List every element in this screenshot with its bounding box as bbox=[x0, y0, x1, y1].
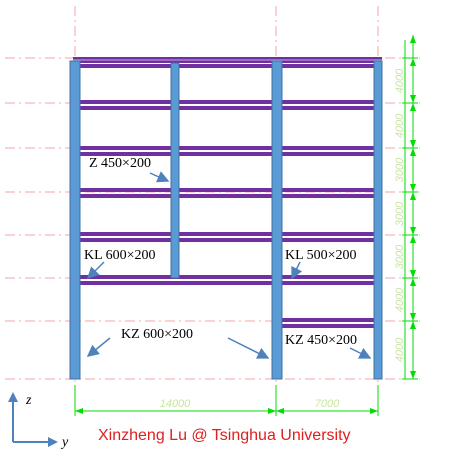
beam bbox=[79, 281, 273, 285]
column-kz-center bbox=[271, 60, 283, 380]
dim-storey-1: 4000 bbox=[394, 337, 406, 362]
coordinate-axes: z y bbox=[8, 392, 69, 450]
dim-storey-6: 4000 bbox=[394, 113, 406, 138]
dim-span-right: 7000 bbox=[315, 398, 340, 410]
column-z-middle bbox=[170, 62, 180, 279]
beam bbox=[281, 64, 375, 68]
beam bbox=[281, 281, 375, 285]
beam bbox=[281, 324, 375, 328]
dim-storey-7: 4000 bbox=[394, 68, 406, 93]
dim-storey-2: 4000 bbox=[394, 287, 406, 312]
dim-storey-5: 3000 bbox=[394, 157, 406, 182]
leader-kz-right bbox=[349, 347, 372, 359]
axis-label-y: y bbox=[60, 435, 69, 450]
axis-gridlines bbox=[74, 6, 379, 420]
dim-span-left: 14000 bbox=[160, 398, 191, 410]
columns bbox=[69, 60, 383, 380]
column-kz-right bbox=[373, 60, 383, 380]
horizontal-dimension-chain: 14000 7000 bbox=[74, 385, 379, 416]
beam-roof bbox=[73, 57, 382, 63]
beam bbox=[281, 146, 375, 150]
member-labels: Z 450×200 KL 600×200 KL 500×200 KZ 600×2… bbox=[84, 156, 357, 348]
beam bbox=[281, 232, 375, 236]
beam bbox=[281, 152, 375, 156]
beam-right-bay bbox=[281, 64, 375, 328]
leader-kz-center bbox=[227, 337, 270, 359]
label-kl-right: KL 500×200 bbox=[285, 248, 357, 263]
column-kz-left bbox=[69, 60, 81, 380]
beam bbox=[281, 106, 375, 110]
leader-kl-right bbox=[291, 261, 303, 280]
label-kz-left: KZ 600×200 bbox=[121, 327, 193, 342]
vertical-dimension-chain: 4000 4000 3000 3000 3000 4000 4000 bbox=[394, 35, 418, 380]
leader-kz-left bbox=[86, 337, 111, 357]
beam bbox=[281, 318, 375, 322]
leader-kl-left bbox=[86, 261, 105, 280]
leader-z bbox=[149, 171, 170, 183]
beam bbox=[281, 188, 375, 192]
label-kl-left: KL 600×200 bbox=[84, 248, 156, 263]
label-kz-right: KZ 450×200 bbox=[285, 333, 357, 348]
beam bbox=[281, 194, 375, 198]
dim-storey-4: 3000 bbox=[394, 201, 406, 226]
axis-label-z: z bbox=[25, 393, 32, 408]
label-z-column: Z 450×200 bbox=[89, 156, 151, 171]
beam bbox=[281, 238, 375, 242]
credit-text: Xinzheng Lu @ Tsinghua University bbox=[98, 427, 351, 444]
beam bbox=[281, 275, 375, 279]
beam bbox=[281, 100, 375, 104]
leader-arrows bbox=[86, 171, 372, 359]
dim-storey-3: 3000 bbox=[394, 244, 406, 269]
